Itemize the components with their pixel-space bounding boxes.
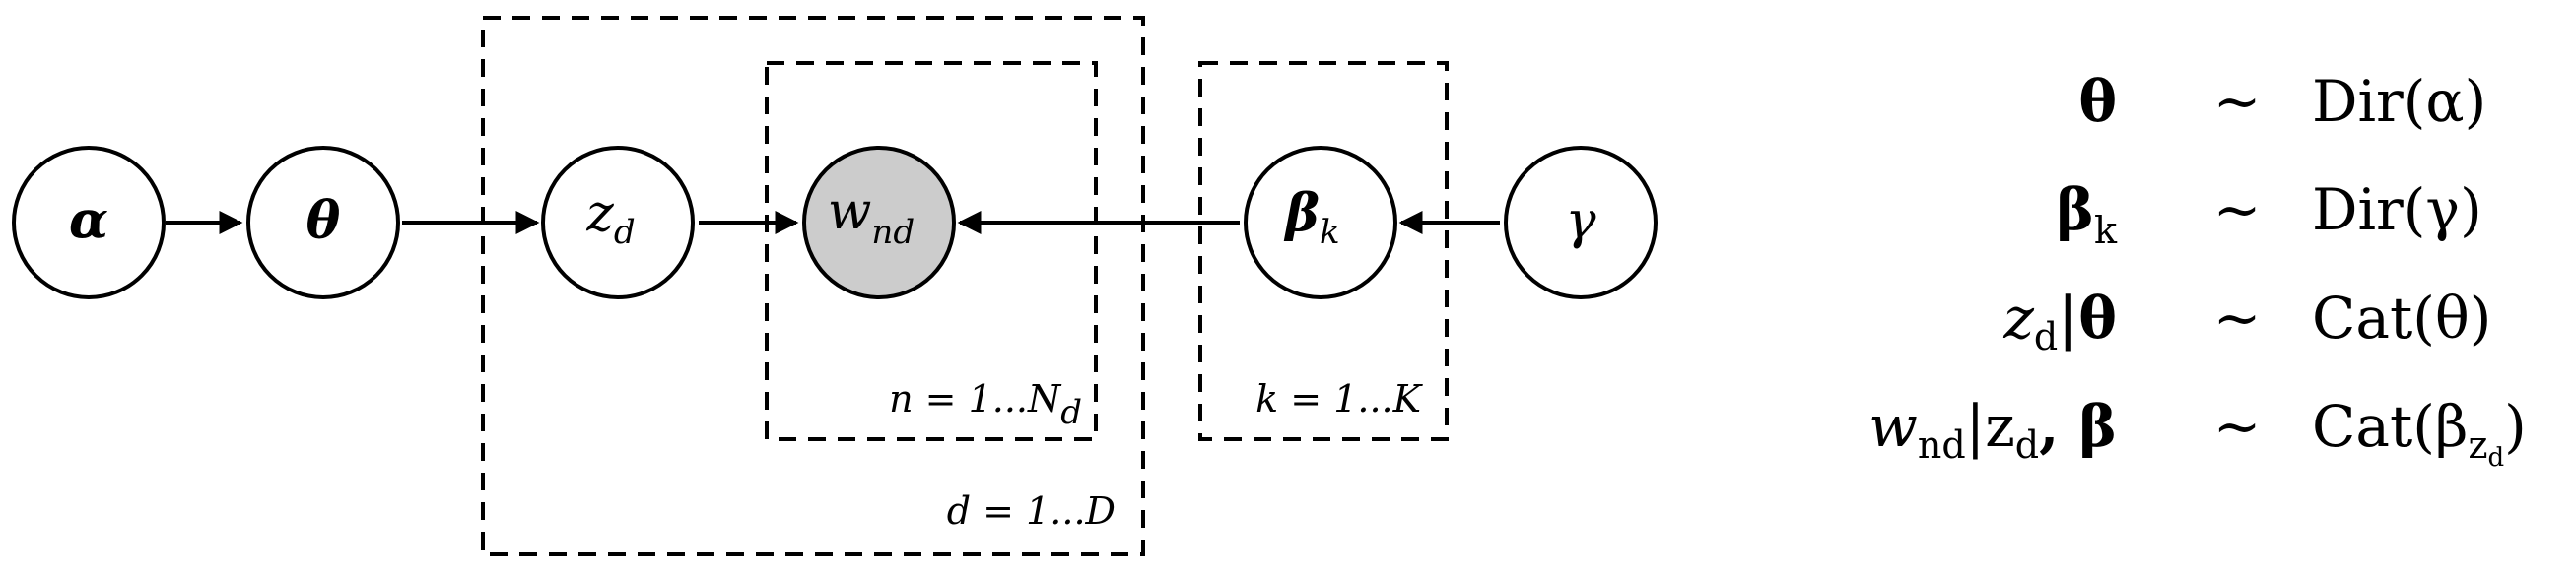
eq4-lhs-main: w: [1868, 393, 1918, 460]
eq4-rhs-main: Cat(β: [2312, 393, 2468, 460]
eq4-lhs-sub: nd: [1918, 423, 1966, 467]
node-z-label: zd: [585, 184, 635, 253]
node-alpha-label: α: [69, 191, 108, 251]
plate-n-label-main: n = 1...N: [889, 377, 1062, 420]
node-beta: βk: [1244, 146, 1397, 299]
eq4-lhs-sub2: d: [2015, 423, 2039, 467]
eq1-lhs: θ: [2078, 68, 2117, 135]
node-w-sub: nd: [871, 213, 915, 252]
eq4-rhs-sub: z: [2468, 423, 2487, 467]
eq3-lhs-rest: |θ: [2058, 285, 2117, 352]
plate-n-label: n = 1...Nd: [889, 377, 1082, 432]
eq4-rhs: Cat(βzd): [2312, 393, 2527, 473]
plate-d: [481, 16, 1145, 556]
node-z: zd: [541, 146, 695, 299]
node-theta-label: θ: [306, 191, 341, 251]
eq3-lhs-sub: d: [2034, 315, 2058, 358]
plate-n-label-sub: d: [1060, 393, 1082, 432]
node-w-label: wnd: [828, 182, 915, 253]
plate-k-label: k = 1...K: [1255, 377, 1423, 420]
eq3-rhs: Cat(θ): [2312, 285, 2491, 352]
node-theta: θ: [246, 146, 400, 299]
plate-k: [1198, 61, 1449, 441]
eq3-lhs: zd|θ: [2002, 285, 2117, 358]
eq4-lhs-rest2: , β: [2039, 393, 2117, 460]
eq4-rhs-subsub: d: [2487, 443, 2504, 473]
node-beta-symbol: β: [1283, 183, 1320, 243]
eq1-rel: ~: [2213, 68, 2262, 135]
node-z-symbol: z: [585, 184, 614, 243]
eq2-rhs: Dir(γ): [2312, 176, 2482, 243]
node-beta-label: βk: [1283, 183, 1339, 253]
node-w: wnd: [802, 146, 956, 299]
eq2-lhs: βk: [2056, 176, 2118, 252]
eq2-lhs-main: β: [2056, 176, 2094, 243]
node-z-sub: d: [614, 213, 636, 252]
eq2-rel: ~: [2213, 176, 2262, 243]
eq3-lhs-main: z: [2002, 285, 2034, 352]
eq4-rel: ~: [2213, 393, 2262, 460]
eq4-lhs: wnd|zd, β: [1868, 393, 2117, 467]
node-gamma-label: γ: [1565, 192, 1596, 251]
node-gamma: γ: [1504, 146, 1658, 299]
eq2-lhs-sub: k: [2094, 209, 2118, 252]
eq1-rhs: Dir(α): [2312, 68, 2486, 135]
plate-d-label: d = 1...D: [947, 489, 1116, 533]
eq4-lhs-rest: |z: [1966, 393, 2015, 460]
node-beta-sub: k: [1320, 213, 1340, 252]
node-alpha: α: [12, 146, 166, 299]
eq4-rhs-end: ): [2504, 393, 2527, 460]
equations: θ ~ Dir(α) βk ~ Dir(γ) zd|θ ~ Cat(θ) wnd…: [1868, 68, 2527, 473]
plate-n: [765, 61, 1098, 441]
node-w-circle: [802, 146, 956, 299]
node-w-symbol: w: [828, 182, 872, 241]
eq3-rel: ~: [2213, 285, 2262, 352]
